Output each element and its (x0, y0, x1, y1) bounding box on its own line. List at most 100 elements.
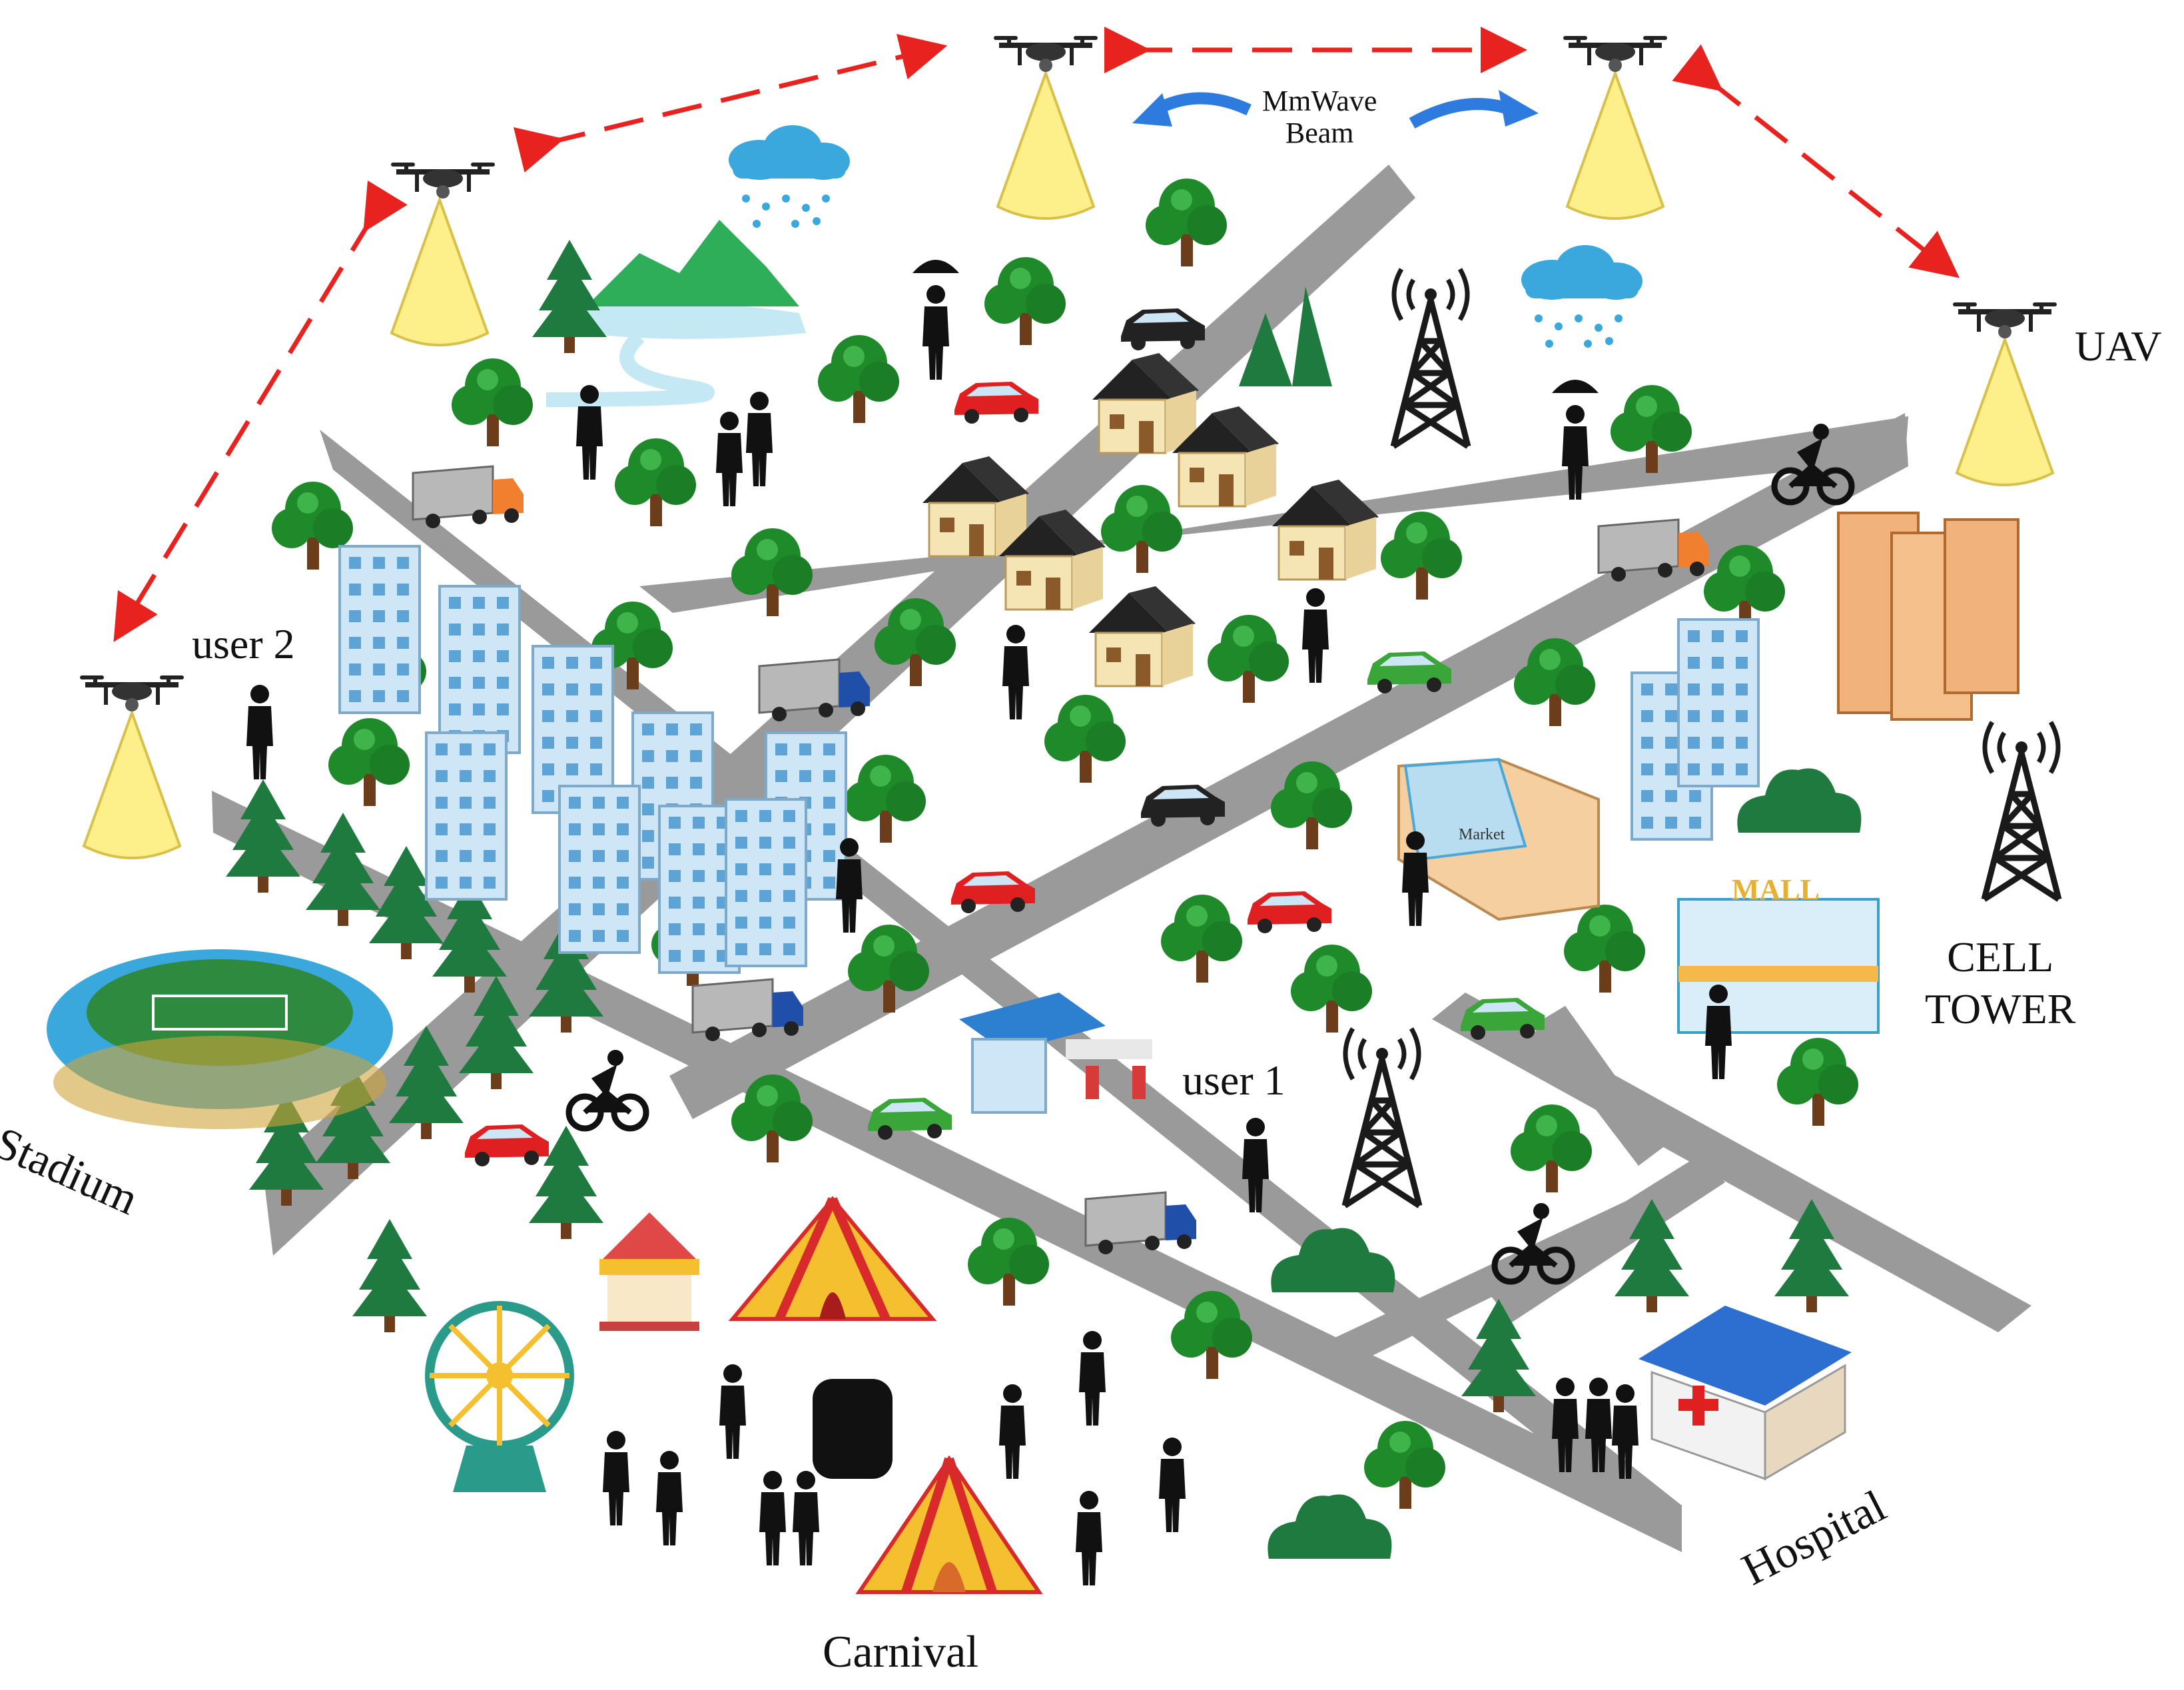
tree-icon (1161, 895, 1242, 983)
apartment-towers-icon (1837, 512, 2019, 721)
tree-icon (818, 335, 899, 423)
bush-icon (1271, 1228, 1395, 1292)
tree-icon (1777, 1038, 1858, 1126)
person-icon (746, 392, 773, 486)
person-with-dog-icon (1159, 1438, 1186, 1532)
mmwave-beam-cone-icon (390, 199, 489, 346)
office-building-icon (558, 785, 641, 954)
road-main-right (669, 413, 1908, 1119)
mall-sign: MALL (1732, 873, 1820, 906)
rain-cloud-icon (729, 125, 850, 228)
cell-tower-icon (1984, 722, 2059, 899)
uav-link-arrow (113, 180, 408, 642)
tree-icon (1146, 179, 1227, 266)
person-icon (1076, 1491, 1102, 1585)
truck-icon (412, 465, 525, 530)
uav-label: UAV (2075, 322, 2162, 370)
uav-drone-icon (391, 163, 495, 199)
cell-tower-label-line2: TOWER (1925, 985, 2076, 1033)
cell-tower-label: CELL TOWER (1925, 936, 2075, 1031)
mmwave-beam-label-line2: Beam (1285, 117, 1354, 150)
market-sign: Market (1459, 826, 1505, 843)
uav-link-arrow (513, 33, 948, 173)
people (246, 260, 1732, 1585)
beam-arrow-left (1152, 92, 1252, 116)
tree-icon (328, 718, 410, 806)
tree-icon (984, 257, 1066, 345)
mmwave-beam-label-line1: MmWave (1262, 85, 1377, 117)
person-icon (1079, 1331, 1106, 1426)
road-hospital-branch (1532, 1006, 1665, 1166)
house-icon (1271, 478, 1380, 581)
car-icon (1121, 308, 1205, 350)
mmwave-beam-cone-icon (1566, 72, 1664, 220)
user-1-label: user 1 (1182, 1056, 1285, 1104)
market-icon: Market (1397, 757, 1600, 921)
office-building-icon (438, 585, 521, 754)
tree-icon (1291, 945, 1372, 1033)
mountain-lake-icon (532, 220, 806, 407)
tree-icon (452, 358, 533, 446)
uav-link-arrow (1672, 44, 1960, 278)
mmwave-beam-cone-icon (996, 72, 1095, 220)
office-building-icon (338, 545, 421, 714)
ferris-wheel-icon (425, 1301, 574, 1492)
uav-drone-icon (80, 675, 184, 711)
child-icon (716, 412, 743, 506)
office-building-icon (1677, 618, 1760, 787)
car-icon (1248, 891, 1331, 933)
person-with-umbrella-icon (922, 285, 949, 380)
person-icon (999, 1384, 1026, 1479)
mmwave-beam-cone-icon (83, 711, 181, 859)
uav-drone-icon (1953, 302, 2057, 338)
hospital-icon (1638, 1306, 1852, 1481)
tree-icon (1044, 695, 1126, 783)
person-icon (1002, 625, 1029, 719)
crowd-icon (813, 1379, 893, 1479)
cell-tower-label-line1: CELL (1947, 933, 2054, 981)
cell-tower-icon (1345, 1029, 1419, 1206)
uav-drone-icon (1563, 36, 1667, 72)
house-icon (921, 455, 1030, 558)
person-icon (1302, 588, 1329, 683)
pine-tree-icon (352, 1219, 427, 1332)
beam-arrow-right (1409, 98, 1515, 129)
circus-tent-icon (728, 1196, 937, 1321)
tree-icon (1511, 1104, 1592, 1192)
stadium-icon (47, 949, 393, 1129)
office-building-icon (425, 731, 508, 901)
pine-group-icon (1239, 286, 1332, 386)
tree-icon (1101, 485, 1182, 573)
user-2-label: user 2 (192, 620, 295, 667)
tree-icon (1381, 512, 1462, 600)
tree-icon (731, 528, 813, 616)
rain-cloud-icon (1521, 245, 1642, 348)
bush-icon (1268, 1494, 1392, 1559)
person-icon (793, 1471, 819, 1565)
mmwave-beam-cone-icon (1956, 338, 2054, 486)
tree-icon (615, 438, 696, 526)
gas-station-icon (959, 993, 1152, 1114)
tree-icon (1564, 905, 1645, 993)
uav-links (113, 27, 1960, 642)
person-icon (759, 1471, 786, 1565)
carnival-area (425, 1196, 1043, 1594)
office-building-icon (725, 798, 807, 967)
user-2-person-icon (246, 685, 273, 779)
carnival-label: Carnival (823, 1626, 979, 1677)
tree-icon (845, 755, 926, 843)
mmwave-beam-label: MmWave Beam (1262, 85, 1377, 150)
tree-icon (1208, 615, 1289, 703)
house-icon (1088, 585, 1197, 687)
uav-drone-icon (994, 36, 1098, 72)
pine-forest (226, 286, 1849, 1412)
person-icon (603, 1431, 629, 1525)
carousel-icon (599, 1212, 699, 1331)
circus-tent-icon (855, 1455, 1043, 1594)
car-icon (954, 382, 1038, 424)
tree-icon (1364, 1421, 1445, 1509)
person-icon (656, 1451, 683, 1545)
beam-steering-arrows (1132, 90, 1539, 129)
photographer-icon (719, 1364, 746, 1459)
